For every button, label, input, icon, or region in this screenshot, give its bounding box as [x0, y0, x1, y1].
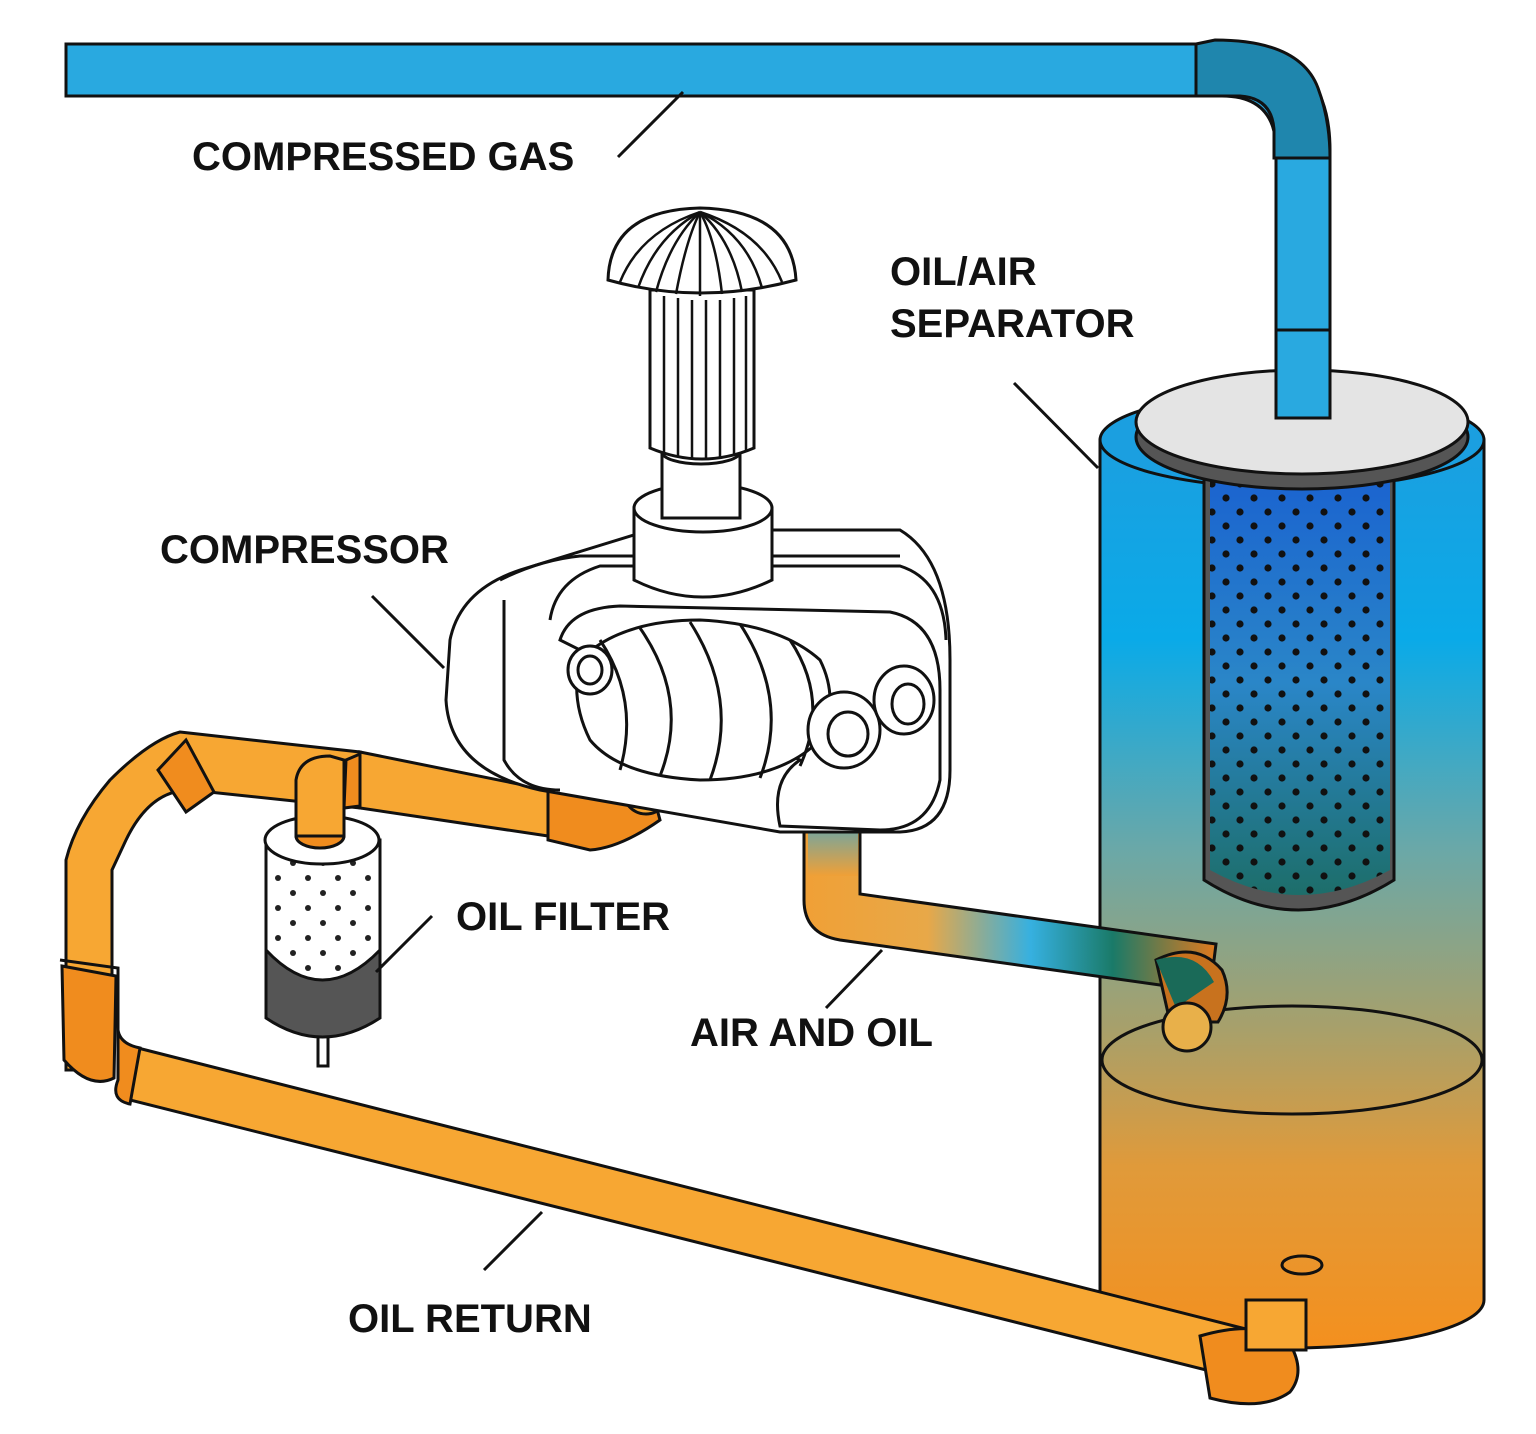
label-separator-line1: OIL/AIR: [890, 250, 1037, 294]
leader-air-and-oil: [824, 948, 884, 1010]
label-oil-filter: OIL FILTER: [456, 895, 670, 939]
leader-lines: [370, 90, 1100, 1272]
oil-loop-pipe: [59, 730, 672, 1106]
separator-cap: [1134, 368, 1470, 491]
leader-oil-filter: [374, 914, 434, 974]
drain-port: [1280, 1254, 1324, 1276]
separator-element: [1202, 468, 1396, 912]
label-oil-return: OIL RETURN: [348, 1297, 592, 1341]
compressor: [444, 438, 952, 834]
oil-air-separator: [1098, 328, 1486, 1350]
compressed-gas-pipe: [64, 38, 1332, 417]
oil-filter: [263, 751, 382, 1068]
label-compressor: COMPRESSOR: [160, 528, 449, 572]
label-air-and-oil: AIR AND OIL: [690, 1011, 933, 1055]
leader-compressed-gas: [616, 90, 685, 159]
leader-compressor: [370, 594, 446, 670]
label-separator-line2: SEPARATOR: [890, 302, 1135, 346]
intake-filter: [606, 206, 798, 461]
leader-separator: [1012, 381, 1100, 470]
leader-oil-return: [482, 1210, 544, 1272]
pipe-outlet: [1161, 1001, 1213, 1053]
label-compressed-gas: COMPRESSED GAS: [192, 135, 574, 179]
